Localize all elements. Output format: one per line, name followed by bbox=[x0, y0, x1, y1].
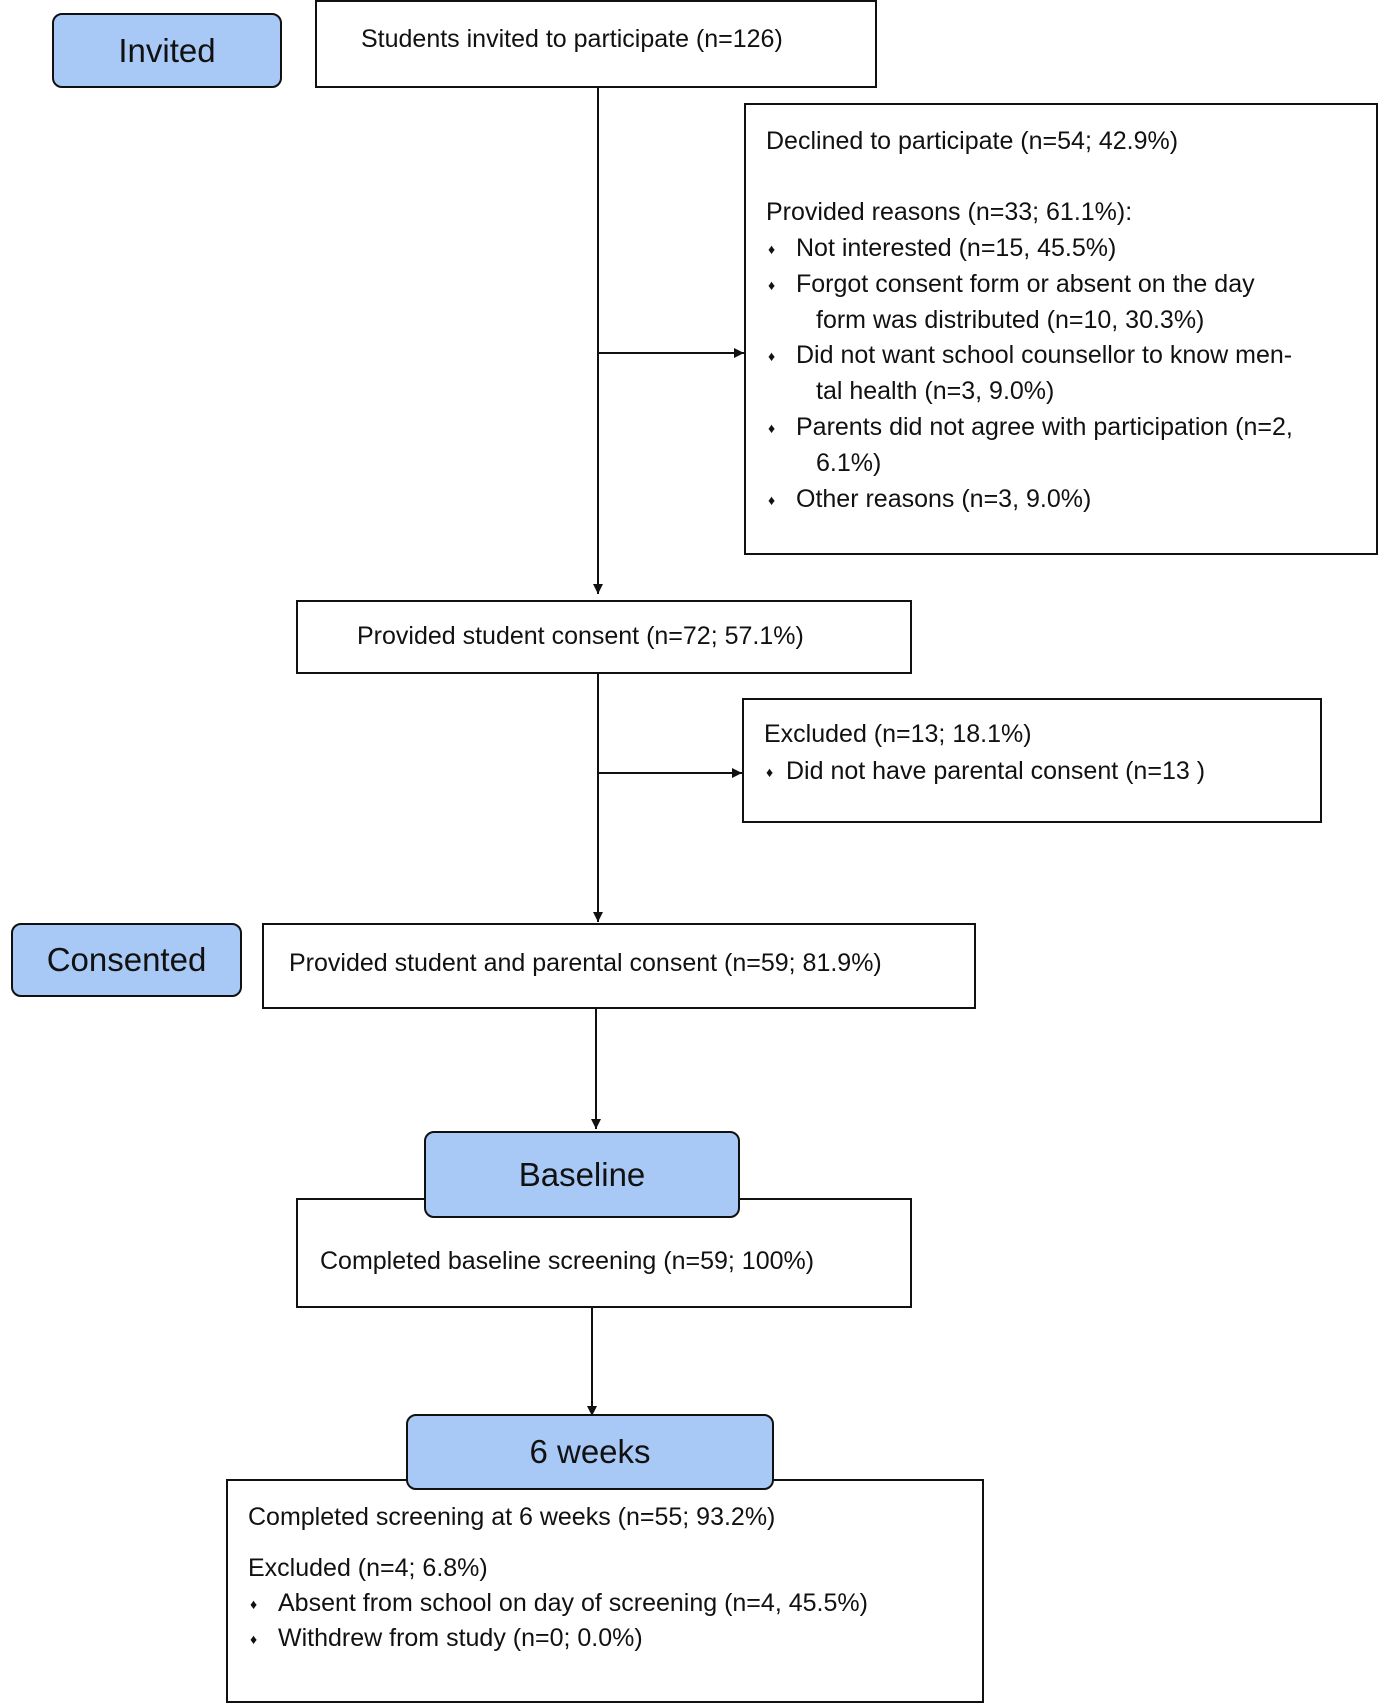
invited-box: Students invited to participate (n=126) bbox=[315, 0, 877, 88]
stage-baseline: Baseline bbox=[424, 1131, 740, 1218]
diamond-bullet-icon: ♦ bbox=[768, 348, 776, 364]
excluded-parental-item: ♦Did not have parental consent (n=13 ) bbox=[766, 754, 1205, 789]
stage-invited: Invited bbox=[52, 13, 282, 88]
stage-consented: Consented bbox=[11, 923, 242, 997]
reason-item-continuation: tal health (n=3, 9.0%) bbox=[816, 377, 1055, 405]
both-consent-text: Provided student and parental consent (n… bbox=[289, 949, 882, 977]
diamond-bullet-icon: ♦ bbox=[768, 420, 776, 436]
six-weeks-item-withdrew: ♦Withdrew from study (n=0; 0.0%) bbox=[250, 1621, 643, 1656]
student-consent-text: Provided student consent (n=72; 57.1%) bbox=[357, 622, 804, 650]
stage-six-weeks-label: 6 weeks bbox=[529, 1433, 651, 1470]
reason-item-continuation: form was distributed (n=10, 30.3%) bbox=[816, 306, 1205, 334]
declined-box: Declined to participate (n=54; 42.9%) Pr… bbox=[744, 103, 1378, 555]
reason-item: ♦Other reasons (n=3, 9.0%) bbox=[768, 482, 1091, 517]
diamond-bullet-icon: ♦ bbox=[768, 492, 776, 508]
stage-baseline-label: Baseline bbox=[518, 1155, 646, 1193]
invited-text: Students invited to participate (n=126) bbox=[361, 25, 783, 53]
stage-invited-label: Invited bbox=[118, 31, 216, 69]
diamond-bullet-icon: ♦ bbox=[250, 1596, 258, 1612]
diamond-bullet-icon: ♦ bbox=[766, 764, 774, 780]
six-weeks-completed: Completed screening at 6 weeks (n=55; 93… bbox=[248, 1503, 776, 1531]
diamond-bullet-icon: ♦ bbox=[768, 277, 776, 293]
declined-title: Declined to participate (n=54; 42.9%) bbox=[766, 127, 1179, 155]
six-weeks-item-absent: ♦Absent from school on day of screening … bbox=[250, 1586, 868, 1621]
diamond-bullet-icon: ♦ bbox=[768, 241, 776, 257]
reason-item: ♦Did not want school counsellor to know … bbox=[768, 338, 1292, 373]
six-weeks-box: Completed screening at 6 weeks (n=55; 93… bbox=[226, 1479, 984, 1703]
reason-item-continuation: 6.1%) bbox=[816, 449, 882, 477]
student-consent-box: Provided student consent (n=72; 57.1%) bbox=[296, 600, 912, 674]
both-consent-box: Provided student and parental consent (n… bbox=[262, 923, 976, 1009]
excluded-parental-title: Excluded (n=13; 18.1%) bbox=[764, 720, 1032, 748]
stage-six-weeks: 6 weeks bbox=[406, 1414, 774, 1490]
baseline-text: Completed baseline screening (n=59; 100%… bbox=[320, 1247, 815, 1275]
diamond-bullet-icon: ♦ bbox=[250, 1631, 258, 1647]
six-weeks-excluded-title: Excluded (n=4; 6.8%) bbox=[248, 1554, 488, 1582]
reason-item: ♦Not interested (n=15, 45.5%) bbox=[768, 231, 1116, 266]
stage-consented-label: Consented bbox=[46, 941, 207, 978]
reason-item: ♦Forgot consent form or absent on the da… bbox=[768, 267, 1255, 302]
reasons-header: Provided reasons (n=33; 61.1%): bbox=[766, 198, 1133, 226]
excluded-parental-box: Excluded (n=13; 18.1%) ♦Did not have par… bbox=[742, 698, 1322, 823]
reason-item: ♦Parents did not agree with participatio… bbox=[768, 410, 1293, 445]
